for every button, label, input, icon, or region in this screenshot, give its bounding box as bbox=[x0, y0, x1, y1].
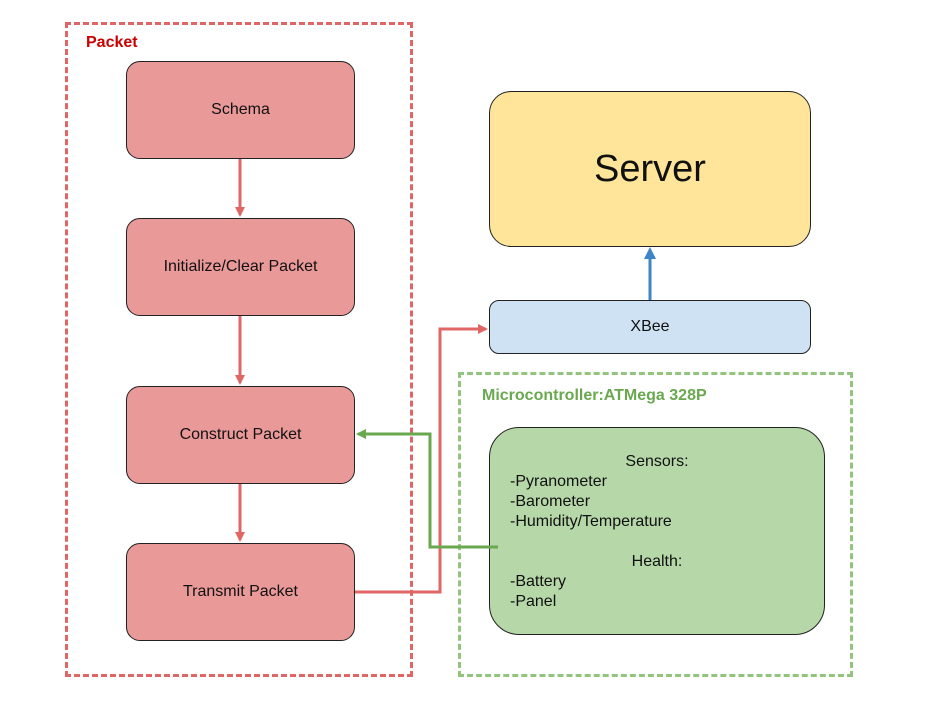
server-node: Server bbox=[489, 91, 811, 247]
sensor-item: -Pyranometer bbox=[510, 473, 607, 490]
health-item: -Panel bbox=[510, 593, 557, 610]
transmit-packet-node: Transmit Packet bbox=[126, 543, 355, 641]
sensors-heading: Sensors: bbox=[625, 453, 689, 470]
schema-label: Schema bbox=[211, 101, 270, 118]
construct-packet-label: Construct Packet bbox=[179, 426, 302, 443]
server-label: Server bbox=[594, 147, 706, 190]
mcu-group bbox=[458, 372, 853, 677]
sensor-item: -Humidity/Temperature bbox=[510, 513, 672, 530]
arrow-mcu-to-construct bbox=[356, 429, 498, 549]
sensor-item: -Barometer bbox=[510, 493, 591, 510]
sensors-health-node: Sensors: -Pyranometer -Barometer -Humidi… bbox=[489, 427, 825, 635]
mcu-group-label: Microcontroller:ATMega 328P bbox=[482, 387, 707, 404]
initialize-clear-packet-node: Initialize/Clear Packet bbox=[126, 218, 355, 316]
packet-group-label: Packet bbox=[86, 34, 138, 51]
construct-packet-node: Construct Packet bbox=[126, 386, 355, 484]
packet-group bbox=[65, 22, 413, 677]
arrow-transmit-to-xbee bbox=[355, 324, 488, 594]
initialize-clear-packet-label: Initialize/Clear Packet bbox=[163, 258, 318, 275]
health-item: -Battery bbox=[510, 573, 567, 590]
xbee-label: XBee bbox=[630, 318, 670, 335]
xbee-node: XBee bbox=[489, 300, 811, 354]
health-heading: Health: bbox=[631, 553, 683, 570]
transmit-packet-label: Transmit Packet bbox=[183, 583, 298, 600]
schema-node: Schema bbox=[126, 61, 355, 159]
